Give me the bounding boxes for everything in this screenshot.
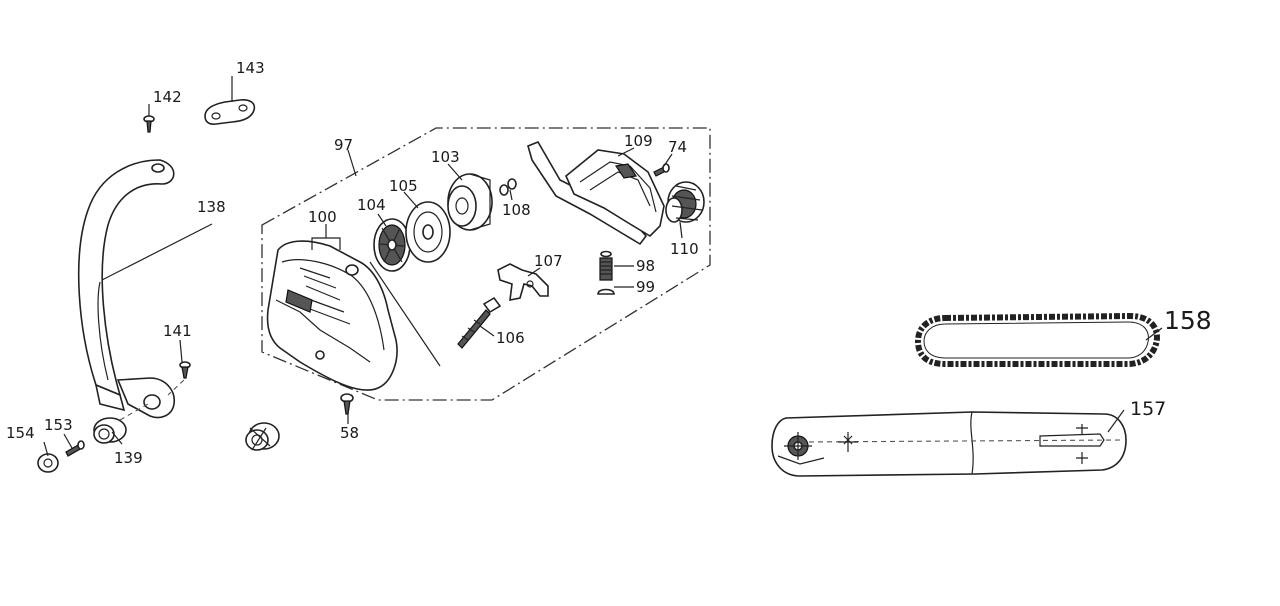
lever-107-icon: [497, 263, 549, 302]
label-141: 141: [163, 322, 192, 340]
label-110: 110: [670, 240, 699, 258]
label-105: 105: [389, 177, 418, 195]
sprocket-cover-icon: [266, 240, 398, 391]
washer-108-icon: [499, 178, 517, 196]
nut-154-icon: [37, 453, 59, 473]
label-109: 109: [624, 132, 653, 150]
group-97-outline: [261, 127, 711, 401]
label-157: 157: [1130, 398, 1166, 420]
label-158: 158: [1164, 306, 1212, 335]
label-108: 108: [502, 201, 531, 219]
clutch-drum-103-icon: [447, 173, 493, 231]
screw-142-icon: [143, 115, 155, 133]
saw-chain-icon: [914, 312, 1160, 367]
label-153: 153: [44, 416, 73, 434]
label-99: 99: [636, 278, 655, 296]
sprocket-104-icon: [373, 218, 411, 272]
screw-153-icon: [65, 440, 85, 457]
front-handle-icon: [77, 159, 175, 419]
screw-141-icon: [167, 361, 191, 396]
label-138: 138: [197, 198, 226, 216]
label-100: 100: [308, 208, 337, 226]
bushing-icon: [245, 422, 280, 451]
label-97: 97: [334, 136, 353, 154]
label-154: 154: [6, 424, 35, 442]
label-106: 106: [496, 329, 525, 347]
spring-110-icon: [665, 181, 705, 223]
disc-105-icon: [405, 201, 451, 263]
plate-143-icon: [204, 99, 256, 125]
screw-74-icon: [653, 163, 670, 177]
brake-housing-109-icon: [527, 141, 665, 246]
spring-98-icon: [599, 250, 613, 281]
cap-99-icon: [597, 288, 615, 295]
label-74: 74: [668, 138, 687, 156]
label-142: 142: [153, 88, 182, 106]
screw-58-icon: [340, 393, 354, 415]
bolt-106-icon: [457, 296, 502, 349]
label-107: 107: [534, 252, 563, 270]
leader-lines: [43, 76, 1163, 457]
guide-bar-icon: [771, 411, 1127, 477]
label-98: 98: [636, 257, 655, 275]
label-143: 143: [236, 59, 265, 77]
label-104: 104: [357, 196, 386, 214]
label-103: 103: [431, 148, 460, 166]
label-58: 58: [340, 424, 359, 442]
label-139: 139: [114, 449, 143, 467]
